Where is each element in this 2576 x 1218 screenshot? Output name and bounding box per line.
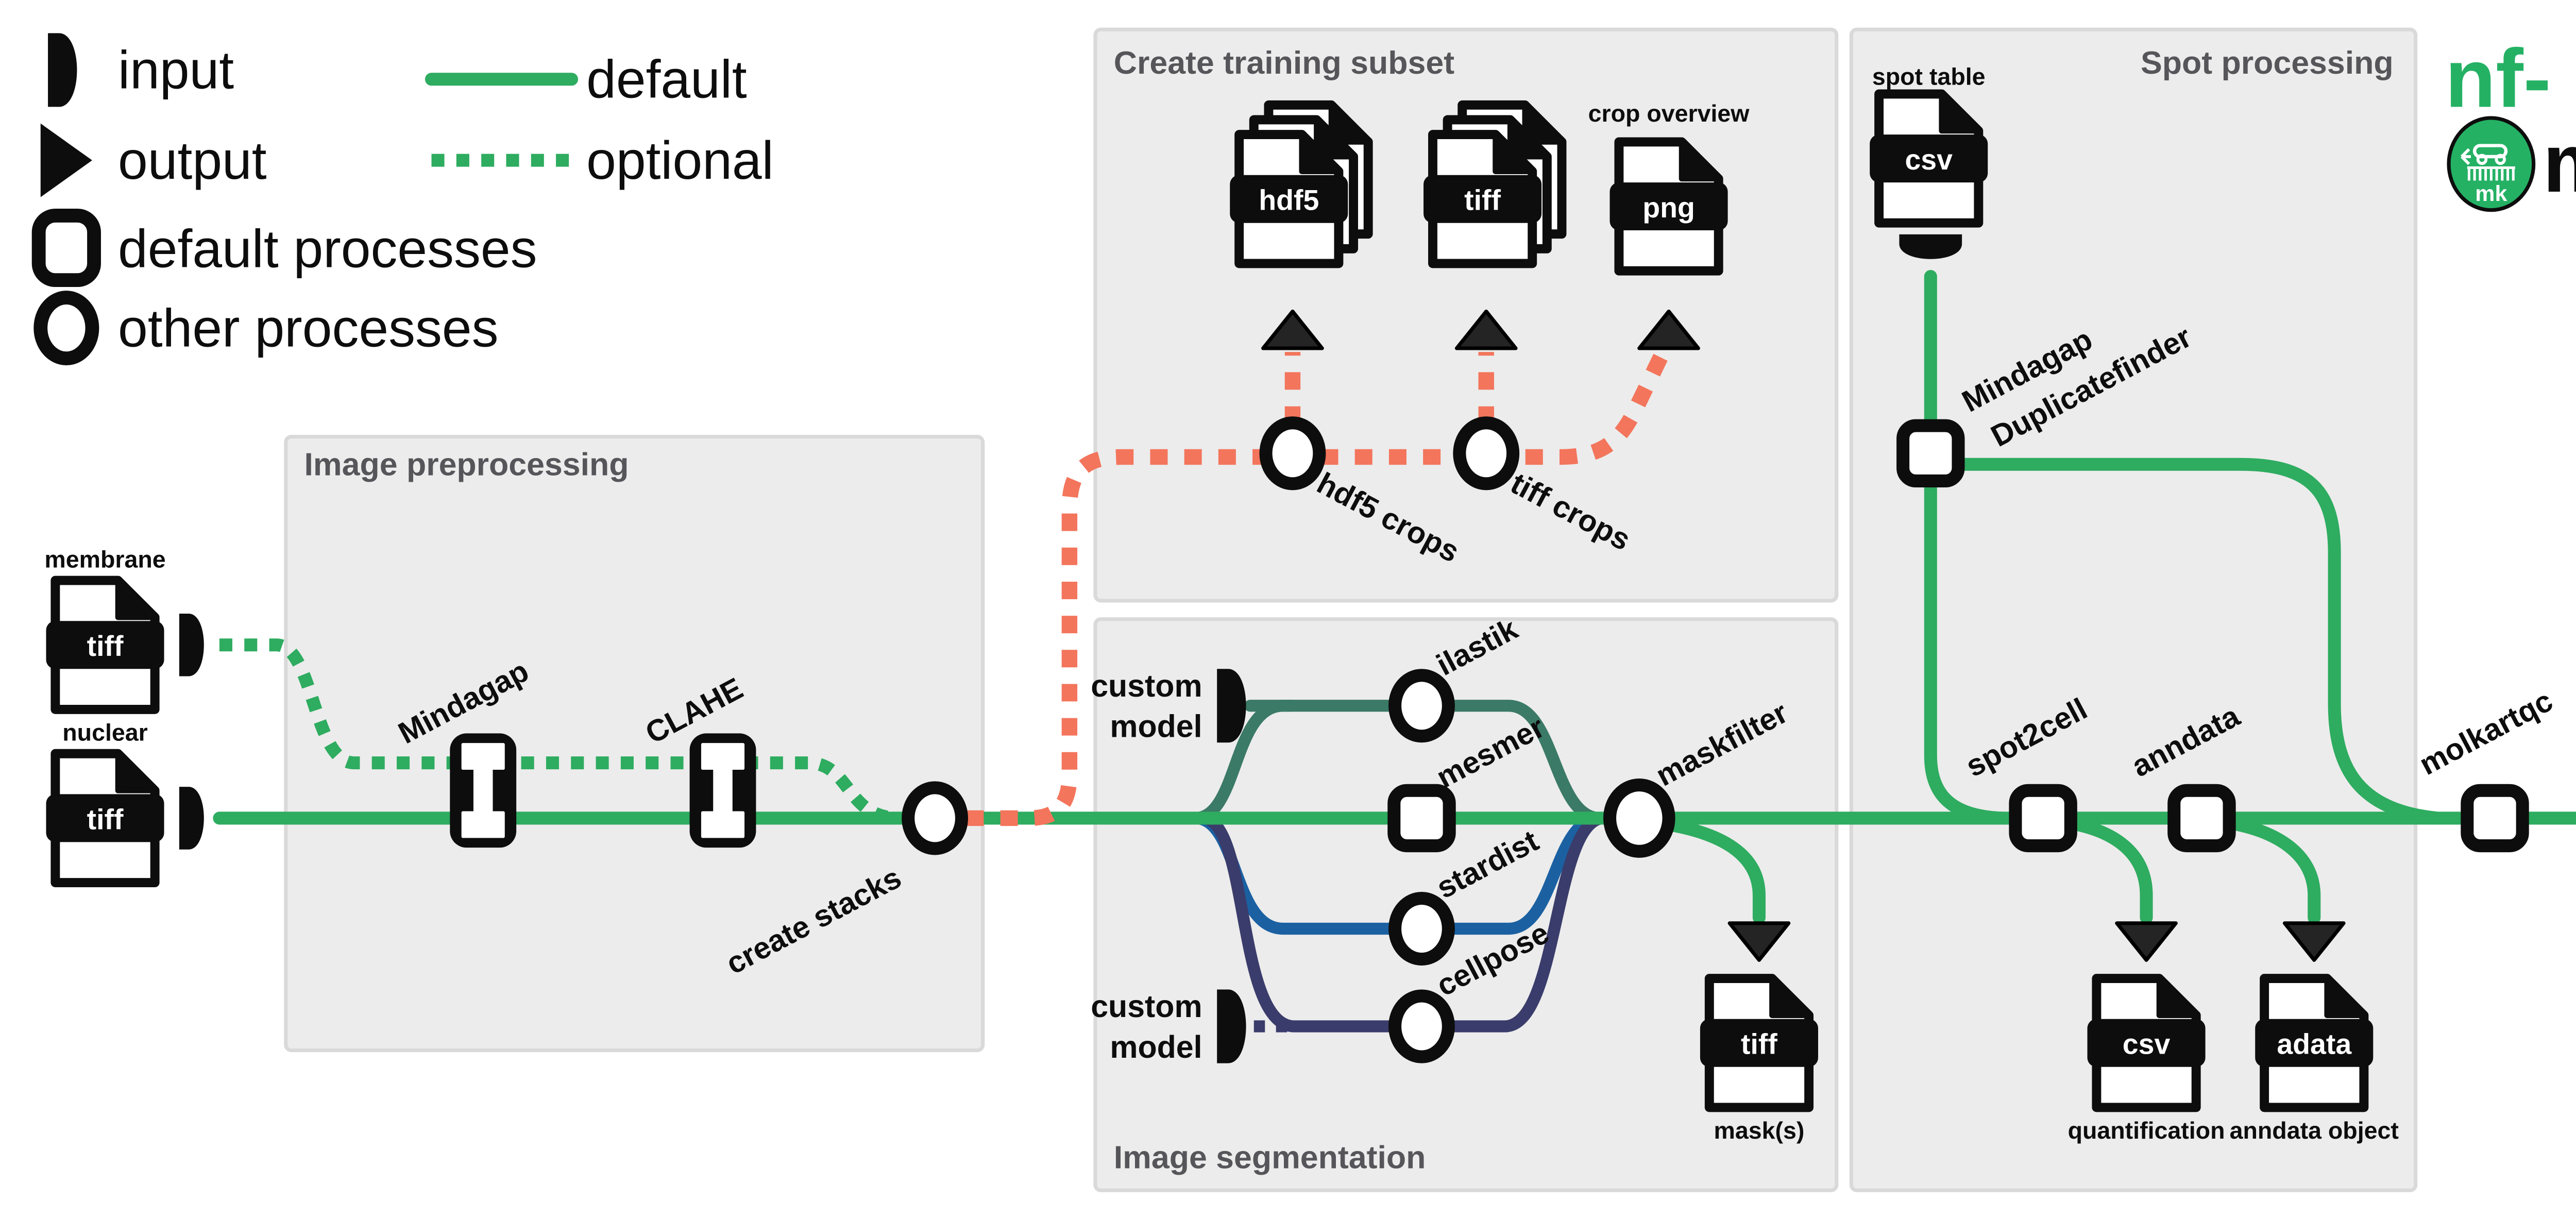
logo-core-text: core/ [2574, 32, 2576, 125]
spot-table-file-ext: csv [1905, 144, 1953, 176]
arrow-up-hdf5-icon [1261, 309, 1324, 350]
legend-optional-line-label: optional [586, 130, 774, 190]
custom-model-top-label-line1: custom [1091, 668, 1202, 703]
logo-badge-text: mk [2475, 181, 2507, 206]
custom-model-top-input-icon [1217, 669, 1246, 743]
edge-spot-table-to-duplicatefinder [1924, 269, 2009, 825]
masks-file-icon: tiff [1700, 974, 1818, 1112]
arrow-down-quantification-icon [2115, 921, 2178, 962]
nf-core-molkart-logo: nf- core/ mk molkart [2445, 32, 2576, 212]
legend: input output default processes other pro… [31, 33, 774, 366]
arrow-down-anndata-object-icon [2282, 921, 2346, 962]
spot-table-input-icon [1899, 234, 1962, 259]
edge-cellpose-branch-in [1196, 812, 1395, 1033]
custom-model-bottom-input-icon [1217, 989, 1246, 1063]
molkart-badge-icon: mk [2447, 116, 2536, 212]
arrow-up-png-icon [1637, 309, 1700, 350]
legend-other-process-icon [33, 291, 99, 366]
quantification-file-icon: csv [2087, 974, 2206, 1112]
box-image-segmentation [1093, 617, 1839, 1192]
legend-default-processes-label: default processes [118, 219, 537, 279]
node-spot2cell [2009, 784, 2077, 853]
spot-table-label: spot table [1872, 63, 1986, 90]
crop-overview-file-icon: png [1609, 137, 1728, 276]
spot-table-file-icon: csv [1870, 89, 1988, 228]
custom-model-bottom-label-line2: model [1110, 1029, 1202, 1064]
edge-create-stacks-to-crops [966, 352, 1669, 826]
legend-output-icon [40, 123, 92, 197]
logo-nf-text: nf- [2445, 32, 2551, 125]
node-maskfilter [1603, 779, 1675, 858]
tiff-stack-file-icon: tiff [1423, 100, 1567, 268]
custom-model-bottom-label-line1: custom [1091, 989, 1202, 1024]
legend-input-label: input [118, 40, 234, 100]
arrow-down-masks-icon [1727, 921, 1791, 962]
membrane-file-icon: tiff [46, 576, 164, 714]
node-ilastik [1388, 669, 1455, 743]
masks-label: mask(s) [1714, 1117, 1805, 1144]
hdf5-stack-file-icon: hdf5 [1230, 100, 1373, 268]
box-title-spot: Spot processing [2141, 45, 2394, 81]
legend-input-icon [48, 33, 77, 107]
quantification-file-ext: csv [2123, 1028, 2171, 1060]
anndata-object-file-ext: adata [2277, 1028, 2352, 1060]
custom-model-top-label-line2: model [1110, 709, 1202, 744]
node-mesmer [1387, 784, 1456, 853]
logo-molkart-text: molkart [2543, 117, 2576, 210]
legend-default-line-label: default [586, 49, 747, 109]
node-stardist [1388, 891, 1455, 966]
nuclear-label: nuclear [62, 719, 147, 746]
hdf5-stack-file-ext: hdf5 [1259, 184, 1319, 216]
anndata-object-label: anndata object [2230, 1117, 2399, 1144]
membrane-label: membrane [44, 546, 165, 573]
box-spot-processing [1849, 27, 2418, 1192]
node-mindagap [450, 733, 517, 848]
tiff-stack-file-ext: tiff [1464, 184, 1501, 216]
edge-maskfilter-to-masks [1656, 817, 1766, 924]
node-cellpose [1388, 989, 1455, 1063]
crop-overview-label: crop overview [1588, 100, 1750, 127]
node-molkartqc [2461, 784, 2529, 853]
node-clahe [689, 733, 756, 848]
anndata-object-file-icon: adata [2255, 974, 2374, 1112]
quantification-label: quantification [2068, 1117, 2225, 1144]
node-anndata [2167, 784, 2236, 853]
box-image-preprocessing [284, 435, 985, 1053]
membrane-input-icon [179, 613, 204, 676]
edge-duplicatefinder-right-branch [1950, 458, 2445, 825]
edge-cellpose-out [1449, 812, 1611, 1033]
box-title-segmentation: Image segmentation [1114, 1139, 1426, 1175]
membrane-file-ext: tiff [87, 630, 124, 662]
edge-membrane-optional [219, 638, 900, 825]
masks-file-ext: tiff [1741, 1028, 1777, 1060]
node-tiff-crops [1453, 416, 1520, 490]
box-title-preprocessing: Image preprocessing [304, 447, 629, 483]
arrow-up-tiff-icon [1454, 309, 1518, 350]
nuclear-file-icon: tiff [46, 749, 164, 888]
legend-output-label: output [118, 130, 267, 190]
edge-spot2cell-to-quantification [2055, 815, 2153, 924]
node-create-stacks [902, 781, 969, 855]
crop-overview-file-ext: png [1642, 192, 1695, 224]
node-duplicatefinder [1896, 419, 1965, 487]
node-label-multiqc: multiqc [2570, 697, 2576, 778]
nuclear-file-ext: tiff [87, 803, 124, 835]
node-label-molkartqc: molkartqc [2414, 684, 2558, 782]
legend-default-process-icon [31, 209, 101, 287]
nuclear-input-icon [179, 787, 204, 850]
legend-other-processes-label: other processes [118, 298, 498, 358]
box-title-training: Create training subset [1114, 45, 1454, 81]
edge-anndata-to-anndata-object [2215, 815, 2321, 924]
node-hdf5-crops [1259, 416, 1326, 490]
